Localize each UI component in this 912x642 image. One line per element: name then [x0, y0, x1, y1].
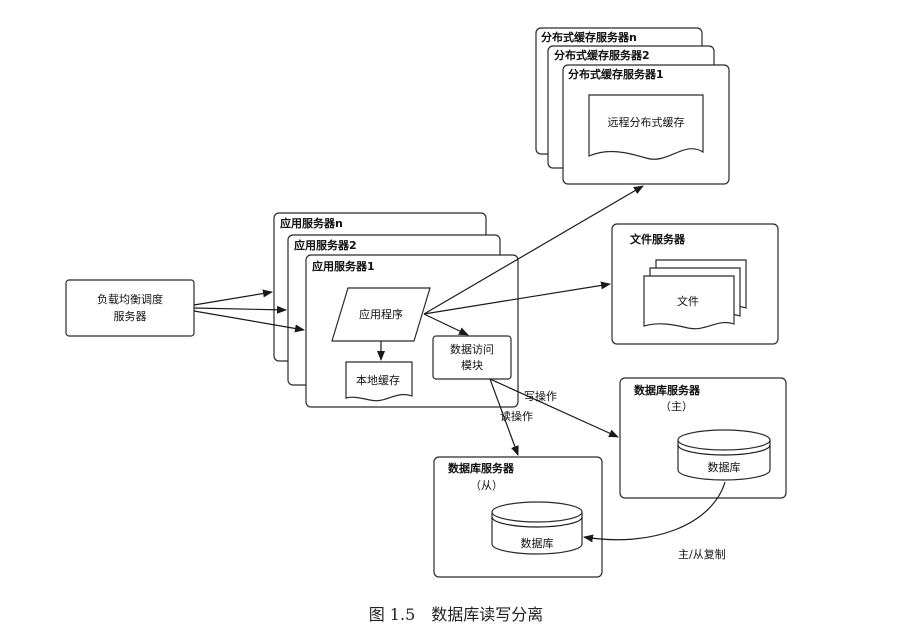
write-op-label: 写操作: [524, 389, 557, 403]
remote-cache-label: 远程分布式缓存: [608, 115, 685, 129]
lb-to-app-n-arrow: [193, 289, 273, 306]
db-master-title: 数据库服务器: [634, 383, 701, 397]
local-cache-label: 本地缓存: [356, 373, 400, 387]
db-slave-label: 数据库: [521, 536, 554, 550]
remote-cache-shape: [588, 94, 704, 160]
app-server-2-label: 应用服务器2: [294, 238, 357, 252]
app-server-n-label: 应用服务器n: [280, 216, 343, 230]
local-cache-node: 本地缓存: [345, 361, 413, 402]
db-slave-role: （从）: [470, 479, 503, 492]
replication-arrow: [583, 481, 726, 543]
cache-server-2-label: 分布式缓存服务器2: [554, 48, 650, 62]
load-balancer-label-2: 服务器: [114, 310, 147, 323]
write-arrow: [489, 378, 619, 438]
db-master-label: 数据库: [708, 460, 741, 474]
lb-to-app-1-arrow: [193, 310, 305, 333]
db-slave-cylinder: [491, 501, 583, 555]
data-access-node: 数据访问 模块: [432, 335, 512, 380]
read-op-label: 读操作: [500, 409, 533, 423]
app-program-label: 应用程序: [359, 307, 403, 321]
load-balancer-node: 负载均衡调度 服务器: [65, 279, 195, 337]
cache-server-1-label: 分布式缓存服务器1: [568, 67, 664, 81]
cache-server-n-label: 分布式缓存服务器n: [541, 30, 637, 44]
db-slave-node: 数据库服务器 （从） 数据库: [433, 456, 603, 578]
data-access-label-2: 模块: [461, 359, 483, 372]
db-master-cylinder: [677, 429, 771, 481]
load-balancer-label-1: 负载均衡调度: [97, 292, 163, 306]
db-slave-title: 数据库服务器: [448, 461, 515, 475]
file-doc-label: 文件: [677, 294, 699, 308]
db-master-role: （主）: [660, 400, 693, 413]
data-access-label-1: 数据访问: [450, 342, 494, 356]
lb-to-app-2-arrow: [193, 305, 287, 314]
read-arrow: [489, 378, 519, 456]
app-to-file-server-arrow: [423, 281, 611, 315]
file-document-shape: [643, 275, 735, 330]
app-server-1-label: 应用服务器1: [312, 259, 375, 273]
figure-caption: 图 1.5 数据库读写分离: [369, 605, 544, 624]
file-server-label: 文件服务器: [630, 232, 686, 246]
app-program-node: 应用程序: [331, 287, 431, 342]
db-master-node: 数据库服务器 （主） 数据库: [619, 377, 787, 499]
cache-server-stack: 分布式缓存服务器n 分布式缓存服务器2 分布式缓存服务器1 远程分布式缓存: [535, 27, 730, 185]
file-server-node: 文件服务器 文件: [611, 223, 779, 345]
app-to-data-access-arrow: [423, 313, 469, 336]
replication-label: 主/从复制: [678, 547, 726, 561]
edges: [193, 185, 726, 543]
app-to-cache-arrow: [423, 185, 644, 315]
